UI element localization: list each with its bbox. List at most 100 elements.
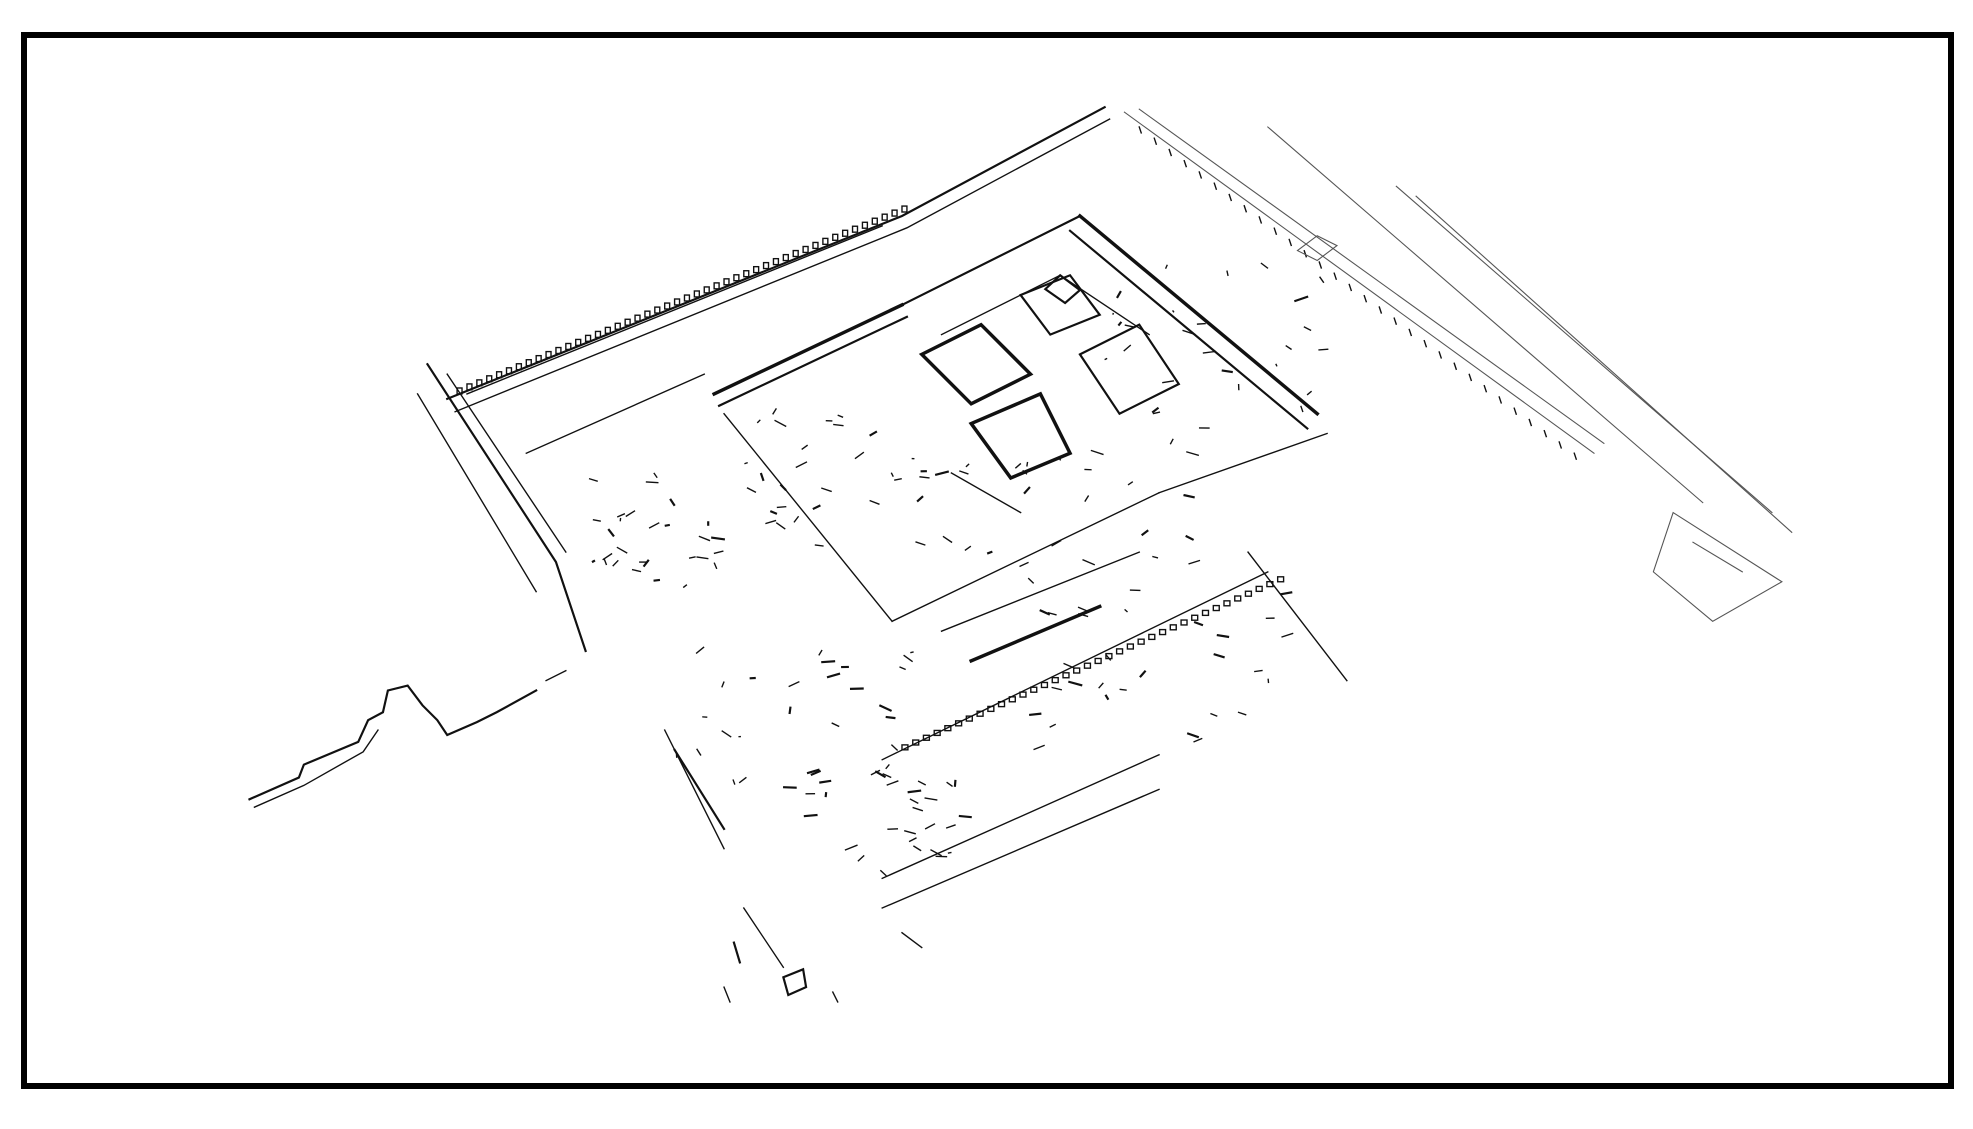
crenel [1223, 600, 1231, 607]
crenel [1258, 216, 1263, 224]
detail-stroke [688, 556, 696, 559]
crenel [654, 306, 661, 314]
detail-stroke [788, 680, 800, 688]
crenel [1573, 452, 1578, 461]
detail-stroke [1280, 591, 1293, 596]
detail-stroke [924, 797, 938, 801]
outer-wall-west [416, 362, 706, 653]
crenel [1276, 576, 1285, 583]
detail-stroke [1104, 357, 1108, 361]
detail-stroke [1152, 555, 1159, 559]
detail-stroke [1124, 324, 1136, 329]
detail-stroke [814, 544, 824, 547]
detail-stroke [769, 510, 778, 515]
detail-stroke [713, 562, 718, 570]
detail-stroke [698, 535, 711, 542]
crenel [1453, 362, 1458, 371]
crenel [851, 225, 859, 233]
scattered-details [588, 262, 1329, 877]
detail-stroke [772, 407, 777, 415]
detail-stroke [1105, 654, 1112, 661]
detail-stroke [1169, 438, 1174, 445]
crenel [545, 350, 552, 359]
detail-stroke [738, 776, 747, 784]
crenel [1438, 351, 1443, 359]
detail-stroke [1216, 634, 1230, 639]
detail-stroke [793, 515, 800, 523]
crenel [565, 342, 572, 351]
detail-stroke [810, 769, 822, 776]
detail-stroke [812, 504, 821, 511]
detail-stroke [818, 649, 823, 656]
crenel [624, 318, 631, 326]
detail-stroke [603, 558, 608, 566]
detail-stroke [945, 824, 956, 829]
central-complex [918, 273, 1181, 514]
detail-stroke [930, 849, 942, 857]
crenel [1378, 306, 1383, 314]
crenel [1040, 681, 1049, 689]
crenel [1228, 193, 1233, 202]
crenel [1483, 384, 1488, 393]
detail-stroke [890, 472, 894, 477]
crenel [933, 729, 941, 737]
crenel [505, 367, 513, 375]
detail-stroke [1172, 309, 1175, 313]
crenel [644, 310, 651, 318]
detail-stroke [1077, 606, 1089, 613]
crenel [1019, 691, 1027, 698]
detail-stroke [908, 837, 917, 843]
detail-stroke [831, 722, 840, 728]
detail-stroke [1281, 632, 1294, 638]
detail-stroke [885, 715, 896, 720]
crenel [881, 213, 888, 221]
detail-stroke [669, 498, 676, 507]
crenel [1153, 137, 1158, 146]
detail-stroke [1202, 350, 1217, 354]
detail-stroke [1027, 577, 1035, 584]
crenel [733, 274, 740, 282]
detail-stroke [1293, 295, 1309, 303]
crenel [723, 278, 730, 286]
detail-stroke [1221, 369, 1233, 374]
crenel [1148, 633, 1156, 641]
detail-stroke [795, 461, 808, 469]
detail-stroke [919, 476, 930, 479]
detail-stroke [1186, 732, 1200, 739]
detail-stroke [1285, 345, 1292, 351]
detail-stroke [1084, 495, 1090, 502]
crenel [1169, 624, 1177, 631]
detail-stroke [878, 704, 893, 712]
lower-left-wall [248, 669, 567, 809]
crenel [1255, 585, 1263, 593]
inner-enclosure [711, 213, 1328, 623]
detail-stroke [1049, 723, 1057, 728]
crenel [1213, 182, 1218, 191]
crenel [752, 265, 760, 274]
detail-stroke [915, 541, 926, 546]
detail-stroke [869, 430, 878, 437]
detail-stroke [1260, 262, 1269, 269]
crenel [1423, 339, 1428, 348]
detail-stroke [1319, 276, 1325, 284]
crenel [664, 302, 671, 310]
crenel [1030, 686, 1038, 693]
detail-stroke [1127, 481, 1134, 486]
detail-stroke [946, 781, 953, 787]
crenel [1158, 628, 1167, 636]
detail-stroke [806, 768, 820, 775]
detail-stroke [854, 451, 865, 460]
detail-stroke [837, 414, 844, 418]
outer-wall-east [1123, 108, 1793, 622]
crenel [1126, 643, 1135, 650]
crenel [812, 241, 819, 250]
crenel [1183, 159, 1188, 168]
crenel [594, 330, 602, 339]
crenel [743, 270, 750, 278]
crenel [841, 229, 849, 237]
detail-stroke [1151, 406, 1160, 414]
detail-stroke [1051, 539, 1062, 547]
detail-stroke [713, 550, 724, 555]
crenel [584, 334, 592, 343]
detail-stroke [1164, 264, 1168, 269]
